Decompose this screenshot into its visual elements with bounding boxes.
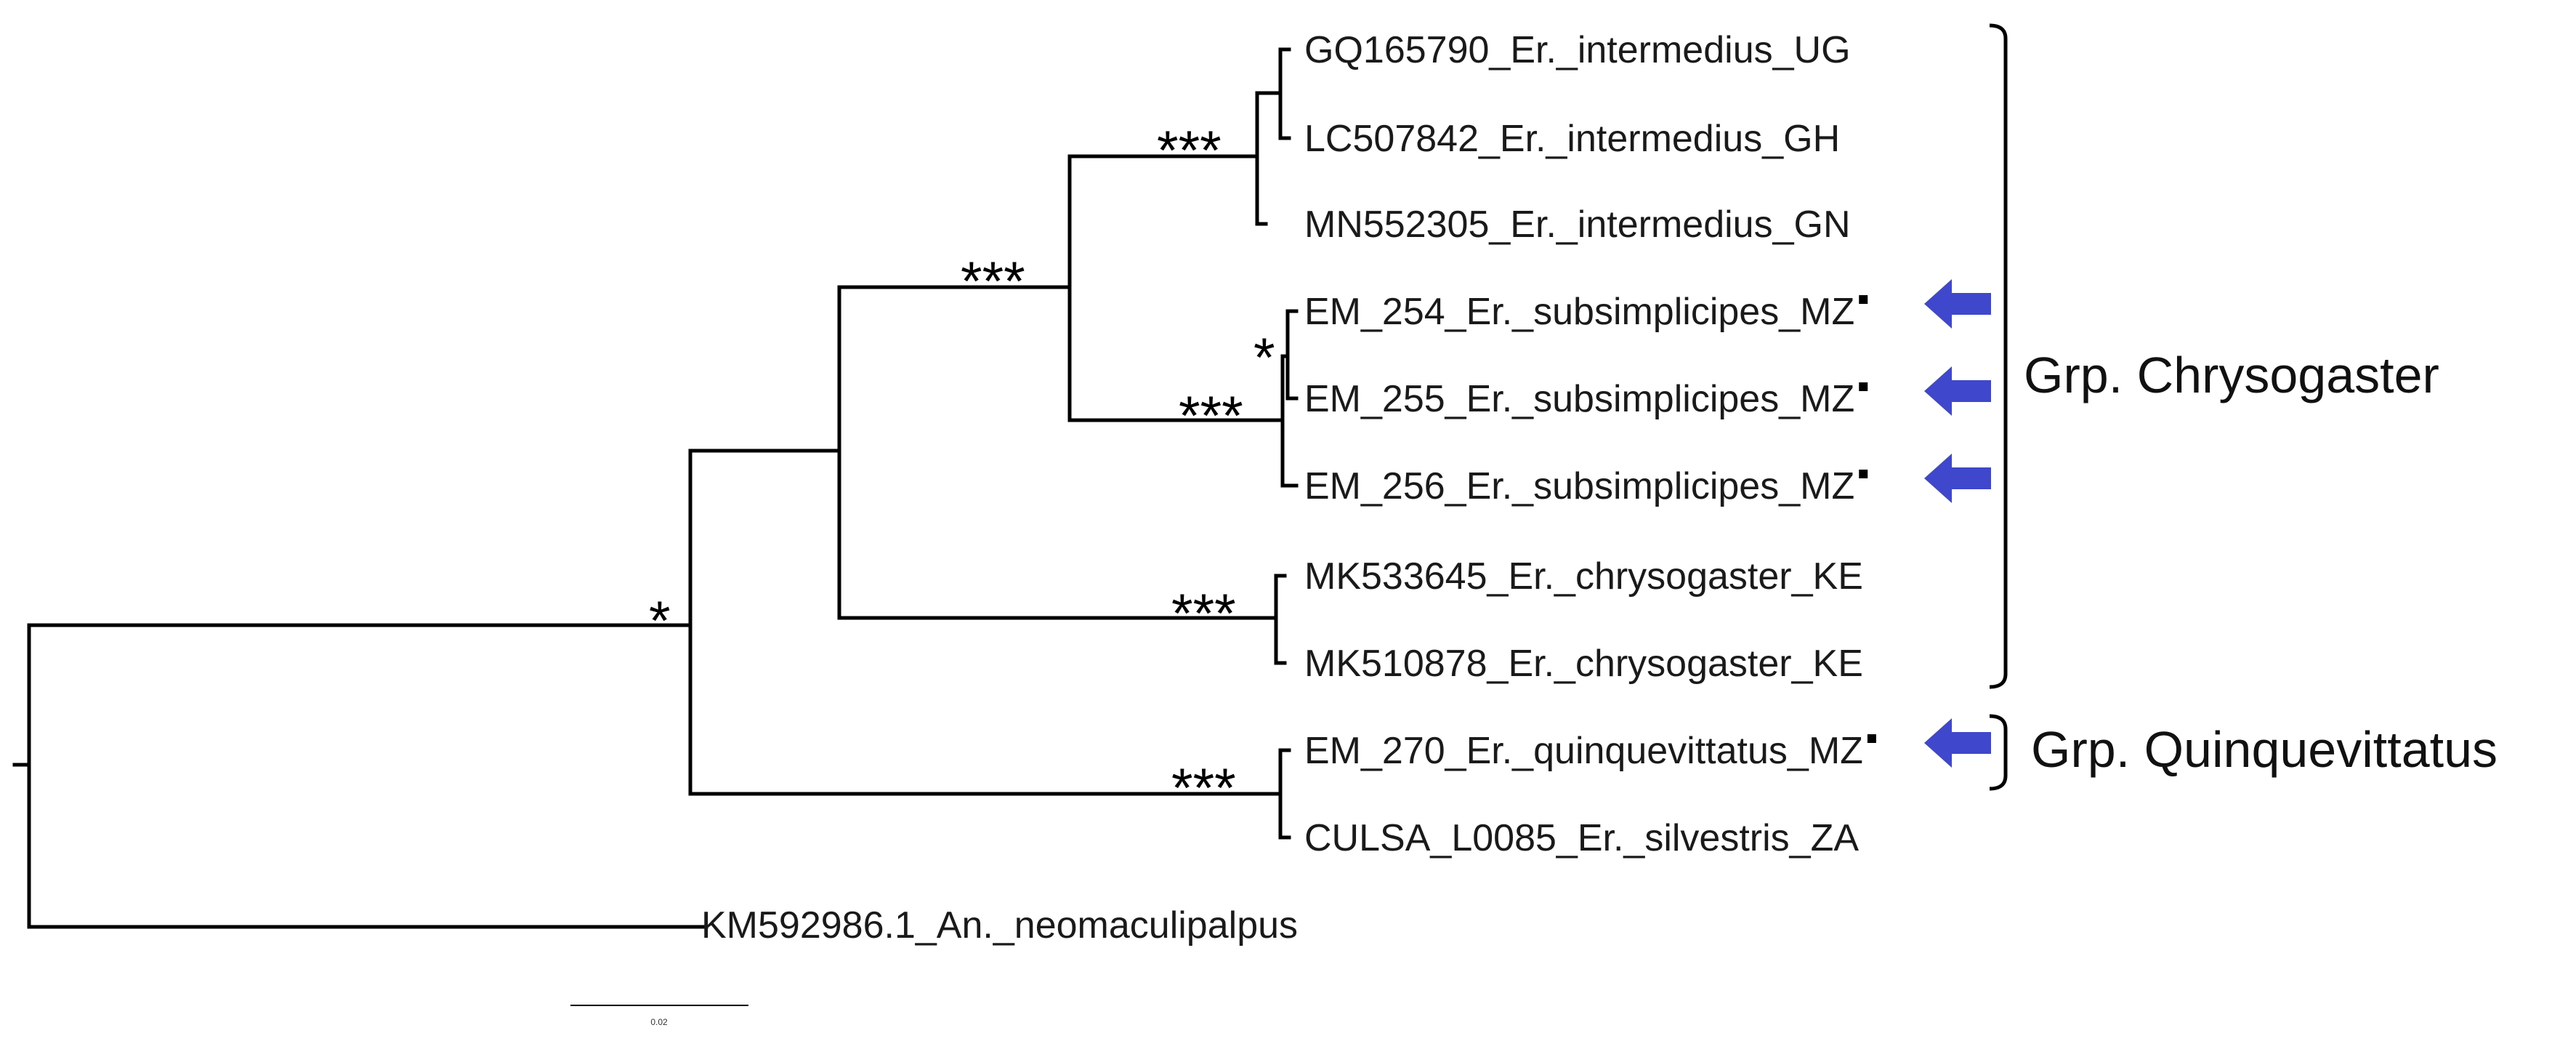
support-subsimplicipes-inner: * [1253,327,1275,389]
tip-marker-t5 [1859,382,1868,391]
tip-label-t4: EM_254_Er._subsimplicipes_MZ [1304,291,1854,333]
support-values: ***************** [649,120,1275,819]
group-label-chrysogaster: Grp. Chrysogaster [2024,347,2439,403]
tip-label-t11: KM592986.1_An._neomaculipalpus [701,904,1298,946]
tip-label-t6: EM_256_Er._subsimplicipes_MZ [1304,465,1854,507]
arrow-icon-t9 [1924,718,1991,768]
support-quinquevittatus-clade: *** [1171,757,1236,819]
arrow-icon-t5 [1924,366,1991,416]
tip-label-t8: MK510878_Er._chrysogaster_KE [1304,643,1863,685]
tip-marker-t9 [1867,734,1876,743]
group-bracket-chrysogaster [1989,23,2008,689]
tip-label-t7: MK533645_Er._chrysogaster_KE [1304,555,1863,598]
support-chrysogaster-clade: *** [1171,583,1236,645]
sample-arrows [1924,279,1991,768]
support-intermedius-clade: *** [1157,120,1222,182]
tip-label-t3: MN552305_Er._intermedius_GN [1304,204,1851,246]
arrow-icon-t6 [1924,454,1991,503]
tip-label-t9: EM_270_Er._quinquevittatus_MZ [1304,730,1863,772]
support-intermedius-subsimplicipes-clade: *** [961,251,1025,313]
scale-bar-label: 0.02 [650,1017,668,1027]
group-bracket-quinquevittatus [1989,714,2008,791]
tip-marker-t4 [1859,295,1868,304]
group-label-quinquevittatus: Grp. Quinquevittatus [2031,721,2498,778]
tip-label-t5: EM_255_Er._subsimplicipes_MZ [1304,378,1854,420]
tip-label-t2: LC507842_Er._intermedius_GH [1304,118,1840,160]
support-subsimplicipes-clade: *** [1179,385,1243,447]
tip-label-t10: CULSA_L0085_Er._silvestris_ZA [1304,817,1859,859]
support-ingroup: * [649,590,671,652]
tip-marker-t6 [1859,470,1868,478]
tip-label-t1: GQ165790_Er._intermedius_UG [1304,29,1851,71]
scale-bar: 0.02 [570,1005,748,1027]
arrow-icon-t4 [1924,279,1991,329]
tree-branches [12,47,1299,929]
tip-labels: GQ165790_Er._intermedius_UG LC507842_Er._… [701,29,1876,946]
